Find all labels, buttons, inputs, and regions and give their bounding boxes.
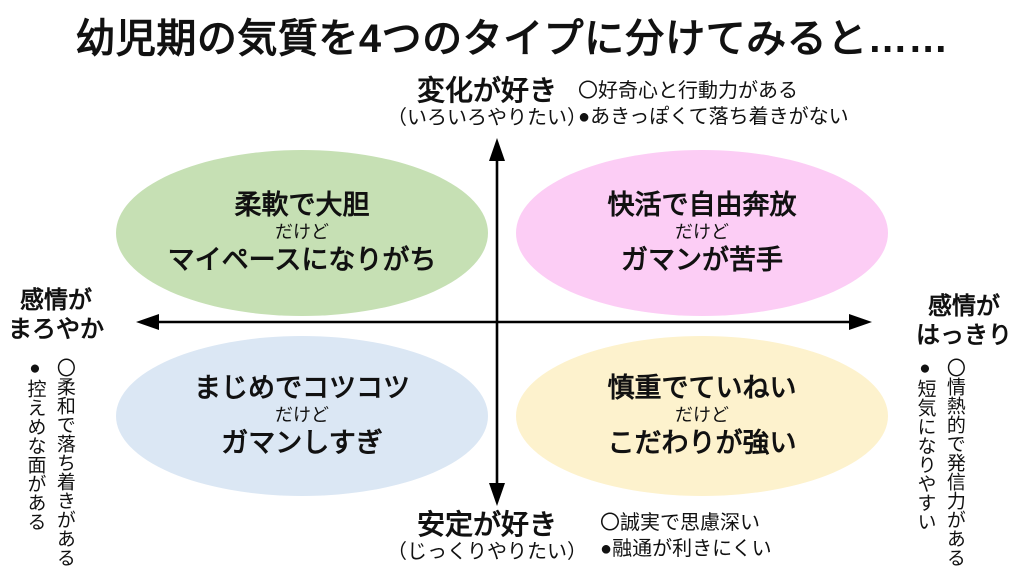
bottom-axis-notes: 〇誠実で思慮深い ●融通が利きにくい	[600, 510, 772, 562]
quadrant-connector: だけど	[675, 405, 729, 426]
quadrant-flexible-bold: 柔軟で大胆 だけど マイペースになりがち	[116, 150, 488, 316]
quadrant-trait: まじめでコツコツ	[194, 373, 410, 404]
quadrant-connector: だけど	[675, 222, 729, 243]
right-axis-notes: 〇情熱的で発信力がある ●短気になりやすい	[910, 358, 969, 576]
quadrant-connector: だけど	[275, 222, 329, 243]
quadrant-weakness: ガマンしすぎ	[221, 427, 383, 458]
quadrant-trait: 慎重でていねい	[607, 373, 797, 404]
top-axis-label: 変化が好き （いろいろやりたい）	[382, 76, 592, 131]
left-axis-positive-note: 〇柔和で落ち着きがある	[53, 358, 75, 567]
top-axis-notes: 〇好奇心と行動力がある ●あきっぽくて落ち着きがない	[578, 78, 849, 130]
left-axis-title-line2: まろやか	[8, 316, 104, 343]
vertical-axis	[489, 138, 505, 506]
left-axis-label: 感情が まろやか	[0, 286, 112, 344]
bottom-axis-title: 安定が好き	[416, 509, 557, 540]
quadrant-serious-steady: まじめでコツコツ だけど ガマンしすぎ	[116, 336, 488, 496]
quadrant-trait: 柔軟で大胆	[234, 190, 370, 221]
bottom-axis-label: 安定が好き （じっくりやりたい）	[382, 510, 592, 565]
quadrant-cheerful-freewheeling: 快活で自由奔放 だけど ガマンが苦手	[516, 150, 888, 316]
bottom-axis-positive-note: 〇誠実で思慮深い	[600, 512, 760, 534]
left-axis-negative-note: ●控えめな面がある	[24, 358, 46, 531]
page-title: 幼児期の気質を4つのタイプに分けてみると……	[75, 17, 949, 61]
quadrant-connector: だけど	[275, 405, 329, 426]
top-axis-title: 変化が好き	[416, 75, 557, 106]
right-axis-negative-note: ●短気になりやすい	[914, 358, 936, 531]
right-axis-label: 感情が はっきり	[908, 292, 1020, 350]
quadrant-weakness: マイペースになりがち	[167, 244, 437, 275]
right-axis-positive-note: 〇情熱的で発信力がある	[943, 358, 965, 567]
right-axis-title-line2: はっきり	[916, 322, 1012, 349]
left-axis-notes: 〇柔和で落ち着きがある ●控えめな面がある	[20, 358, 79, 576]
top-axis-negative-note: ●あきっぽくて落ち着きがない	[578, 106, 849, 128]
horizontal-axis	[136, 314, 872, 330]
top-axis-positive-note: 〇好奇心と行動力がある	[578, 80, 798, 102]
quadrant-trait: 快活で自由奔放	[607, 190, 797, 221]
quadrant-careful-meticulous: 慎重でていねい だけど こだわりが強い	[516, 336, 888, 496]
bottom-axis-negative-note: ●融通が利きにくい	[600, 538, 772, 560]
bottom-axis-subtitle: （じっくりやりたい）	[387, 541, 587, 564]
top-axis-subtitle: （いろいろやりたい）	[387, 107, 587, 130]
quadrant-weakness: こだわりが強い	[607, 427, 797, 458]
left-axis-title-line1: 感情が	[20, 287, 92, 314]
right-axis-title-line1: 感情が	[928, 293, 1000, 320]
quadrant-weakness: ガマンが苦手	[621, 244, 783, 275]
